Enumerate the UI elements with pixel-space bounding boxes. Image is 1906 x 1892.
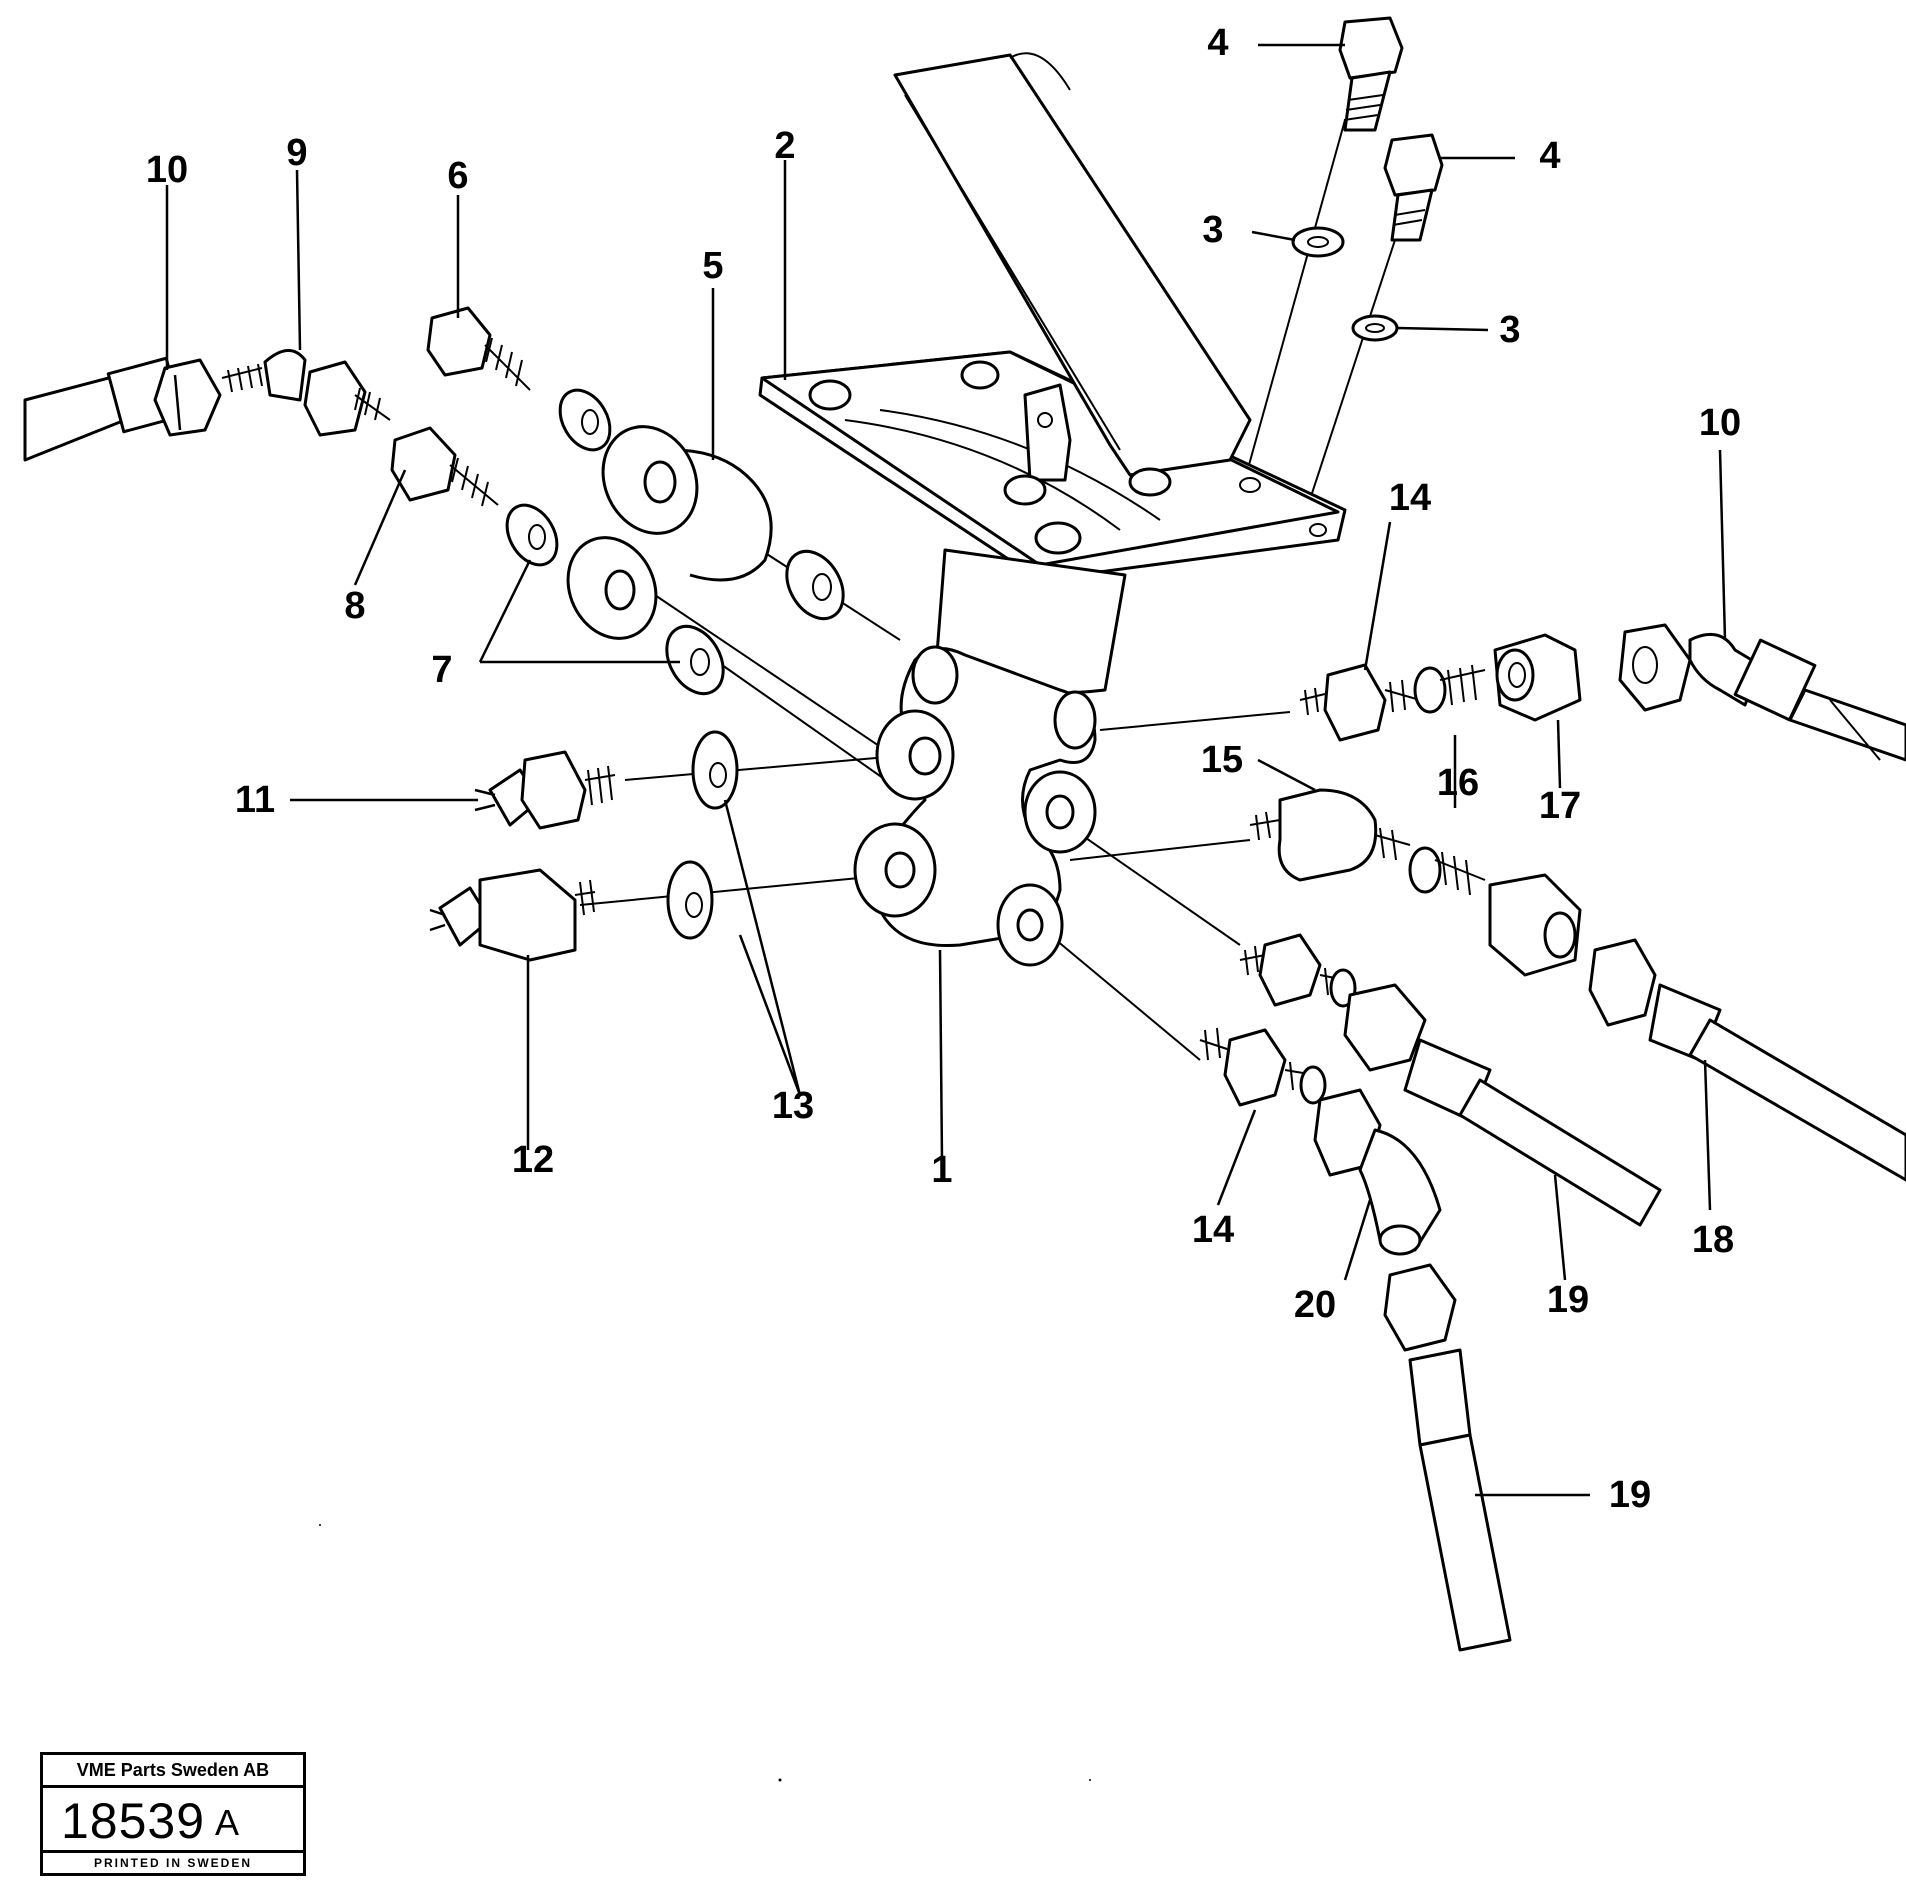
callout-19: 19 <box>1609 1474 1651 1516</box>
company-name: VME Parts Sweden AB <box>43 1755 303 1788</box>
brake-pedal <box>758 52 1347 695</box>
bolt-4-lower <box>1383 133 1444 242</box>
callout-5: 5 <box>702 245 723 287</box>
brake-pipe-loop-5 <box>566 425 773 640</box>
callout-3: 3 <box>1499 309 1520 351</box>
hose-right-18 <box>1588 938 1906 1182</box>
callout-3: 3 <box>1202 209 1223 251</box>
callout-6: 6 <box>447 155 468 197</box>
title-block: VME Parts Sweden AB 18539 A PRINTED IN S… <box>40 1752 306 1876</box>
nipple-16-upper <box>1413 664 1486 714</box>
callout-13: 13 <box>772 1085 814 1127</box>
callout-labels: 1 2 3 3 4 4 5 6 7 8 9 10 10 11 12 13 14 … <box>146 22 1741 1516</box>
callout-16: 16 <box>1437 762 1479 804</box>
hose-19-lower <box>1383 1263 1512 1652</box>
bolt-4-upper <box>1338 16 1404 132</box>
brake-valve-body <box>853 645 1097 967</box>
callout-18: 18 <box>1692 1219 1734 1261</box>
banjo-bolt-6 <box>426 306 531 391</box>
callout-14: 14 <box>1389 477 1431 519</box>
drawing-revision: A <box>215 1802 240 1843</box>
callout-8: 8 <box>344 585 365 627</box>
hose-right-upper-10 <box>1618 623 1906 762</box>
callout-19: 19 <box>1547 1279 1589 1321</box>
hose-left-upper <box>23 356 222 462</box>
hex-nut-17-lower <box>1488 873 1582 977</box>
callout-17: 17 <box>1539 785 1581 827</box>
callout-4: 4 <box>1207 22 1228 64</box>
callout-15: 15 <box>1201 739 1243 781</box>
hose-19-upper <box>1343 983 1662 1227</box>
printed-note: PRINTED IN SWEDEN <box>43 1850 303 1873</box>
callout-14: 14 <box>1192 1209 1234 1251</box>
banjo-bolt-8 <box>390 426 499 507</box>
adapter-14-lower-b <box>1199 1027 1327 1107</box>
pressure-switch-12 <box>429 868 596 962</box>
elbow-15 <box>1249 788 1411 882</box>
callout-12: 12 <box>512 1139 554 1181</box>
adapter-14-upper <box>1299 663 1421 742</box>
elbow-20 <box>1313 1088 1442 1256</box>
callout-7: 7 <box>431 649 452 691</box>
callout-10: 10 <box>146 149 188 191</box>
callout-1: 1 <box>931 1149 952 1191</box>
adapter-14-lower-a <box>1239 933 1357 1008</box>
washers-13 <box>666 730 739 940</box>
washer-3-upper <box>1291 226 1345 258</box>
washer-3-lower <box>1351 314 1399 342</box>
pressure-switch-11 <box>474 750 616 830</box>
hex-nut-17-upper <box>1493 633 1582 722</box>
drawing-number: 18539 <box>61 1793 206 1849</box>
elbow-fitting-9 <box>221 349 391 437</box>
callout-10: 10 <box>1699 402 1741 444</box>
callout-2: 2 <box>774 125 795 167</box>
nipple-16-lower <box>1408 846 1486 896</box>
callout-4: 4 <box>1539 135 1560 177</box>
washers-7 <box>505 388 845 696</box>
callout-20: 20 <box>1294 1284 1336 1326</box>
callout-9: 9 <box>286 132 307 174</box>
leader-lines <box>165 43 1727 1497</box>
callout-11: 11 <box>235 779 275 821</box>
